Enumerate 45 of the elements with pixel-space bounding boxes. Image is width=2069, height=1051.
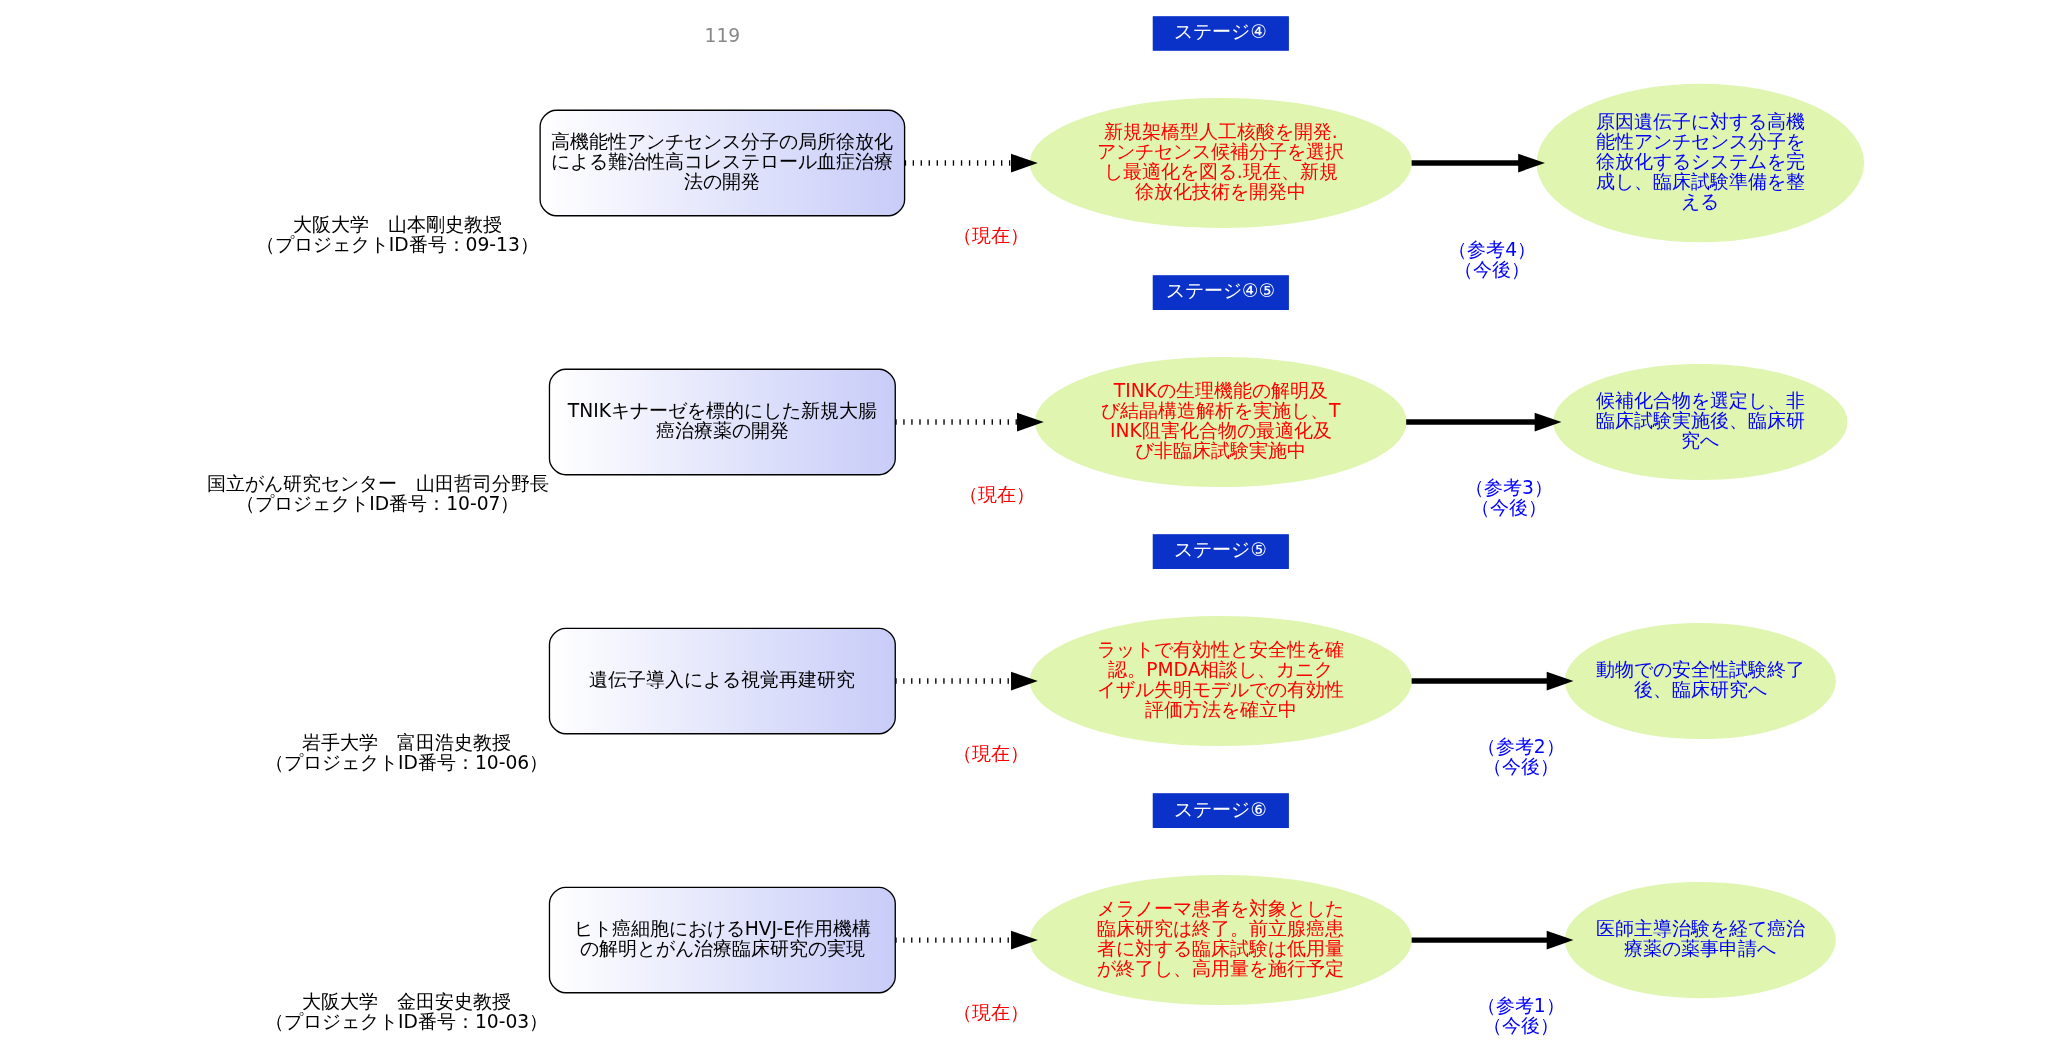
node-box: ステージ⑥ [1152, 793, 1289, 828]
node-label: 岩手大学 富田浩史教授 [301, 731, 511, 753]
node-label: （プロジェクトID番号：10-03） [264, 1010, 548, 1032]
node-ellipse: 原因遺伝子に対する高機能性アンチセンス分子を徐放化するシステムを完成し、臨床試験準備を整える [1536, 83, 1864, 243]
node-label: （参考3） [1464, 477, 1553, 499]
node-label: （現在） [952, 1002, 1029, 1024]
node-box: ステージ④ [1152, 16, 1289, 51]
node-label: （プロジェクトID番号：09-13） [255, 233, 539, 255]
node-label: 大阪大学 金田安史教授 [301, 990, 511, 1012]
arrow [894, 412, 1044, 432]
node-ellipse: 候補化合物を選定し、非臨床試験実施後、臨床研究へ [1552, 363, 1847, 481]
arrow [894, 671, 1038, 691]
node-box: ヒト癌細胞におけるHVJ-E作用機構の解明とがん治療臨床研究の実現 [548, 886, 896, 994]
node-label: 大阪大学 山本剛史教授 [292, 213, 502, 235]
node-label: （今後） [1470, 497, 1547, 519]
arrow [1411, 671, 1573, 691]
node-ellipse: 新規架橋型人工核酸を開発.アンチセンス候補分子を選択し最適化を図る.現在、新規徐放化技術を開発中 [1029, 98, 1412, 228]
node-label: （参考1） [1476, 995, 1565, 1017]
label: 119 [704, 25, 740, 47]
node-label: （今後） [1482, 1015, 1559, 1037]
node-box: TNIKキナーゼを標的にした新規大腸癌治療薬の開発 [548, 368, 896, 476]
node-box: 遺伝子導入による視覚再建研究 [548, 627, 896, 735]
node-label: （現在） [958, 484, 1035, 506]
node-label: （現在） [952, 743, 1029, 765]
node-label: （今後） [1482, 756, 1559, 778]
arrow [1411, 153, 1545, 173]
node-ellipse: 動物での安全性試験終了後、臨床研究へ [1564, 622, 1836, 740]
node-ellipse: TINKの生理機能の解明及び結晶構造解析を実施し、TINK阻害化合物の最適化及び非臨床試験実施中 [1034, 357, 1407, 487]
arrow [904, 153, 1038, 173]
node-label: （参考2） [1476, 736, 1565, 758]
node-ellipse: ラットで有効性と安全性を確認。PMDA相談し、カニクイザル失明モデルでの有効性評価方法を確立中 [1029, 616, 1412, 746]
node-label: （参考4） [1447, 239, 1536, 261]
node-box: ステージ⑤ [1152, 534, 1289, 569]
node-label: 国立がん研究センター 山田哲司分野長 [206, 472, 549, 494]
node-box: 高機能性アンチセンス分子の局所徐放化による難治性高コレステロール血症治療法の開発 [538, 109, 905, 217]
node-ellipse: 医師主導治験を経て癌治療薬の薬事申請へ [1564, 881, 1836, 999]
node-label: （現在） [952, 225, 1029, 247]
arrow [894, 930, 1038, 950]
node-ellipse: メラノーマ患者を対象とした臨床研究は終了。前立腺癌患者に対する臨床試験は低用量が終了し、高用量を施行予定 [1029, 875, 1412, 1006]
arrow [1405, 412, 1561, 432]
node-label: （プロジェクトID番号：10-06） [264, 751, 548, 773]
node-box: ステージ④⑤ [1152, 275, 1289, 310]
node-label: （今後） [1453, 259, 1530, 281]
arrow [1411, 930, 1573, 950]
node-label: （プロジェクトID番号：10-07） [235, 492, 519, 514]
